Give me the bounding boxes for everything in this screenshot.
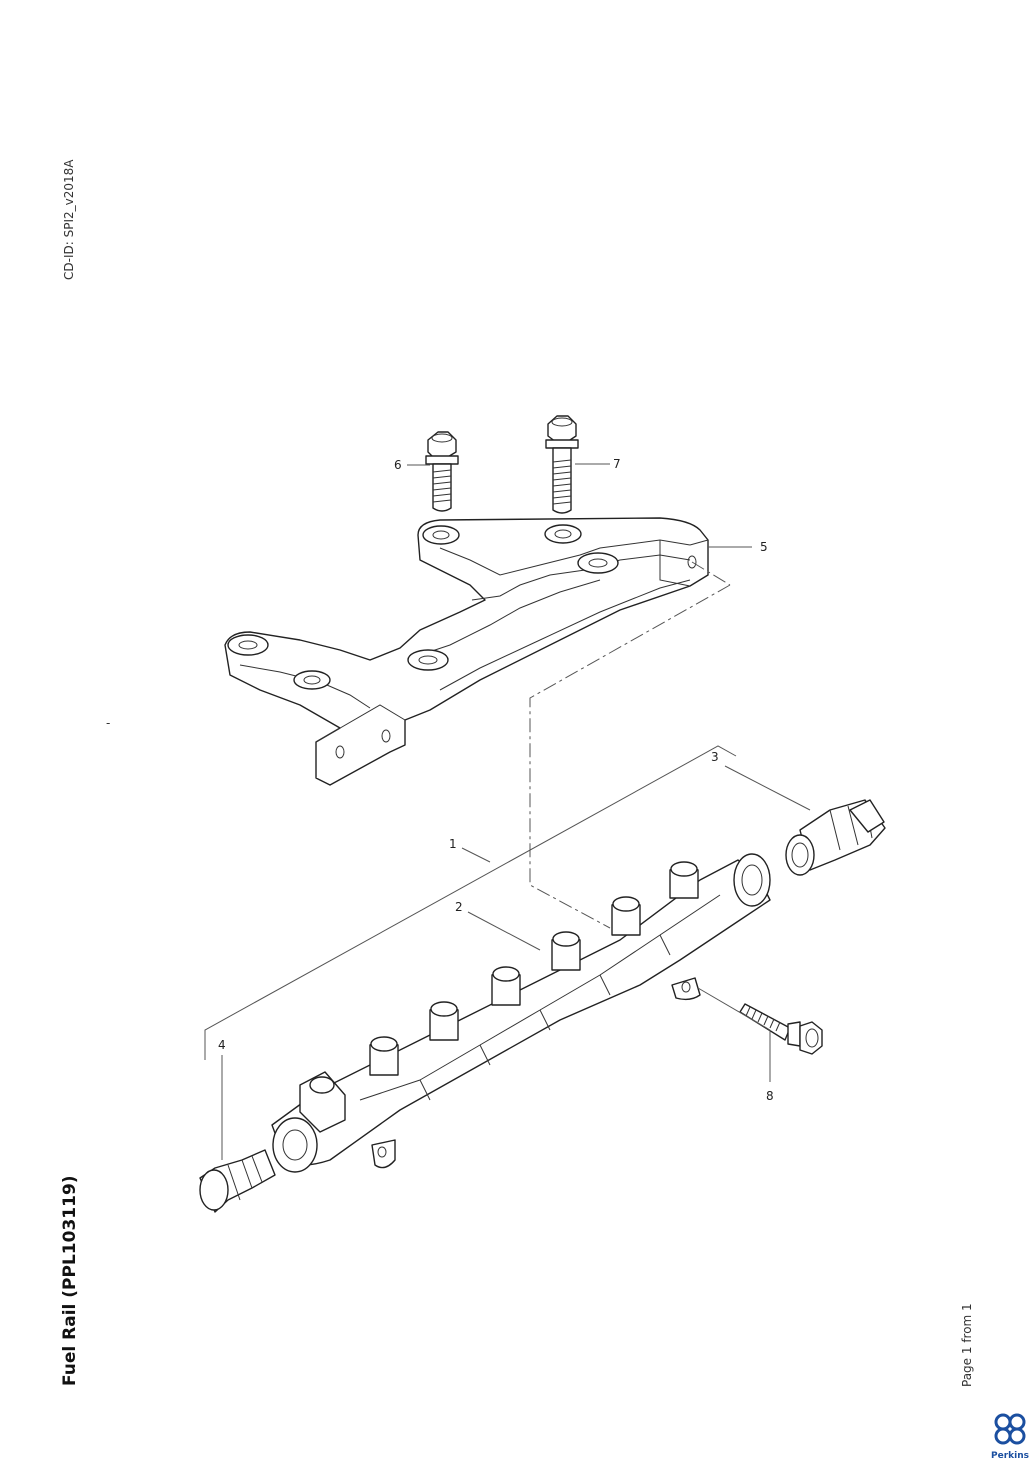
bolt-7[interactable] — [545, 415, 579, 514]
perkins-logo-text: Perkins — [991, 1451, 1029, 1461]
mounting-bracket-5[interactable] — [224, 517, 709, 786]
bolt-6[interactable] — [425, 431, 459, 512]
callout-6: 6 — [394, 458, 402, 472]
assembly-dash-line — [529, 584, 731, 929]
plug-4[interactable] — [199, 1149, 276, 1213]
callout-7: 7 — [613, 457, 621, 471]
bolt-8[interactable] — [739, 1003, 823, 1055]
callout-1: 1 — [449, 837, 457, 851]
margin-mark: - — [106, 716, 111, 730]
callout-5: 5 — [760, 540, 768, 554]
fuel-rail-2[interactable] — [271, 853, 771, 1173]
perkins-logo-icon — [994, 1413, 1026, 1445]
callout-2: 2 — [455, 900, 463, 914]
assembly-dash-line-start — [691, 561, 731, 586]
callout-4: 4 — [218, 1038, 226, 1052]
callout-3: 3 — [711, 750, 719, 764]
leader-lines — [204, 463, 811, 1160]
pressure-sensor-3[interactable] — [785, 799, 886, 876]
callout-8: 8 — [766, 1089, 774, 1103]
perkins-logo: Perkins — [990, 1412, 1030, 1461]
